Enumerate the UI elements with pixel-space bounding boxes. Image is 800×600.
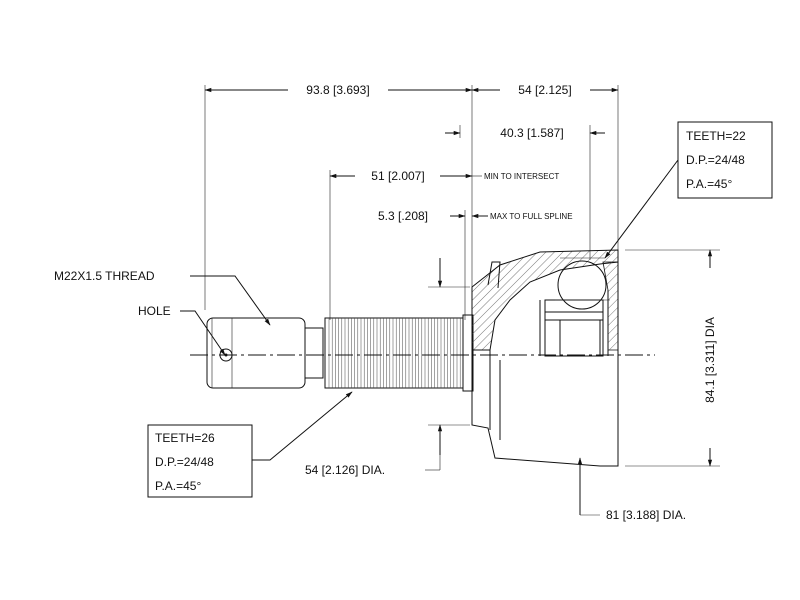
dim-spline-to-intersect: 40.3 [1.587] bbox=[500, 126, 563, 140]
spline-outer-box bbox=[677, 121, 773, 199]
spline-outer-teeth: TEETH=22 bbox=[686, 129, 746, 143]
dim-bell-dia: 81 [3.188] DIA. bbox=[606, 508, 686, 522]
dimension-lines bbox=[180, 87, 713, 516]
dim-spline-offset: 5.3 [.208] bbox=[378, 209, 428, 223]
dim-shaft-length: 51 [2.007] bbox=[371, 169, 424, 183]
spline-shaft-dp: D.P.=24/48 bbox=[155, 455, 214, 469]
bell-housing bbox=[471, 249, 619, 467]
dim-outer-dia: 84.1 [3.311] DIA bbox=[703, 317, 717, 403]
note-min-intersect: MIN TO INTERSECT bbox=[484, 172, 559, 181]
spline-shaft-teeth: TEETH=26 bbox=[155, 431, 215, 445]
spline-shaft-box bbox=[147, 424, 253, 498]
extension-lines bbox=[204, 85, 720, 467]
spline-outer-dp: D.P.=24/48 bbox=[686, 153, 745, 167]
dim-bell-length: 54 [2.125] bbox=[518, 83, 571, 97]
spline-shaft-pa: P.A.=45° bbox=[155, 479, 201, 493]
note-thread: M22X1.5 THREAD bbox=[54, 269, 155, 283]
note-hole: HOLE bbox=[138, 304, 171, 318]
dim-seal-dia: 54 [2.126] DIA. bbox=[305, 463, 385, 477]
shaft bbox=[206, 314, 474, 392]
dim-overall-length: 93.8 [3.693] bbox=[306, 83, 369, 97]
note-max-spline: MAX TO FULL SPLINE bbox=[490, 212, 573, 221]
hole-marker bbox=[219, 348, 233, 362]
spline-outer-pa: P.A.=45° bbox=[686, 177, 732, 191]
